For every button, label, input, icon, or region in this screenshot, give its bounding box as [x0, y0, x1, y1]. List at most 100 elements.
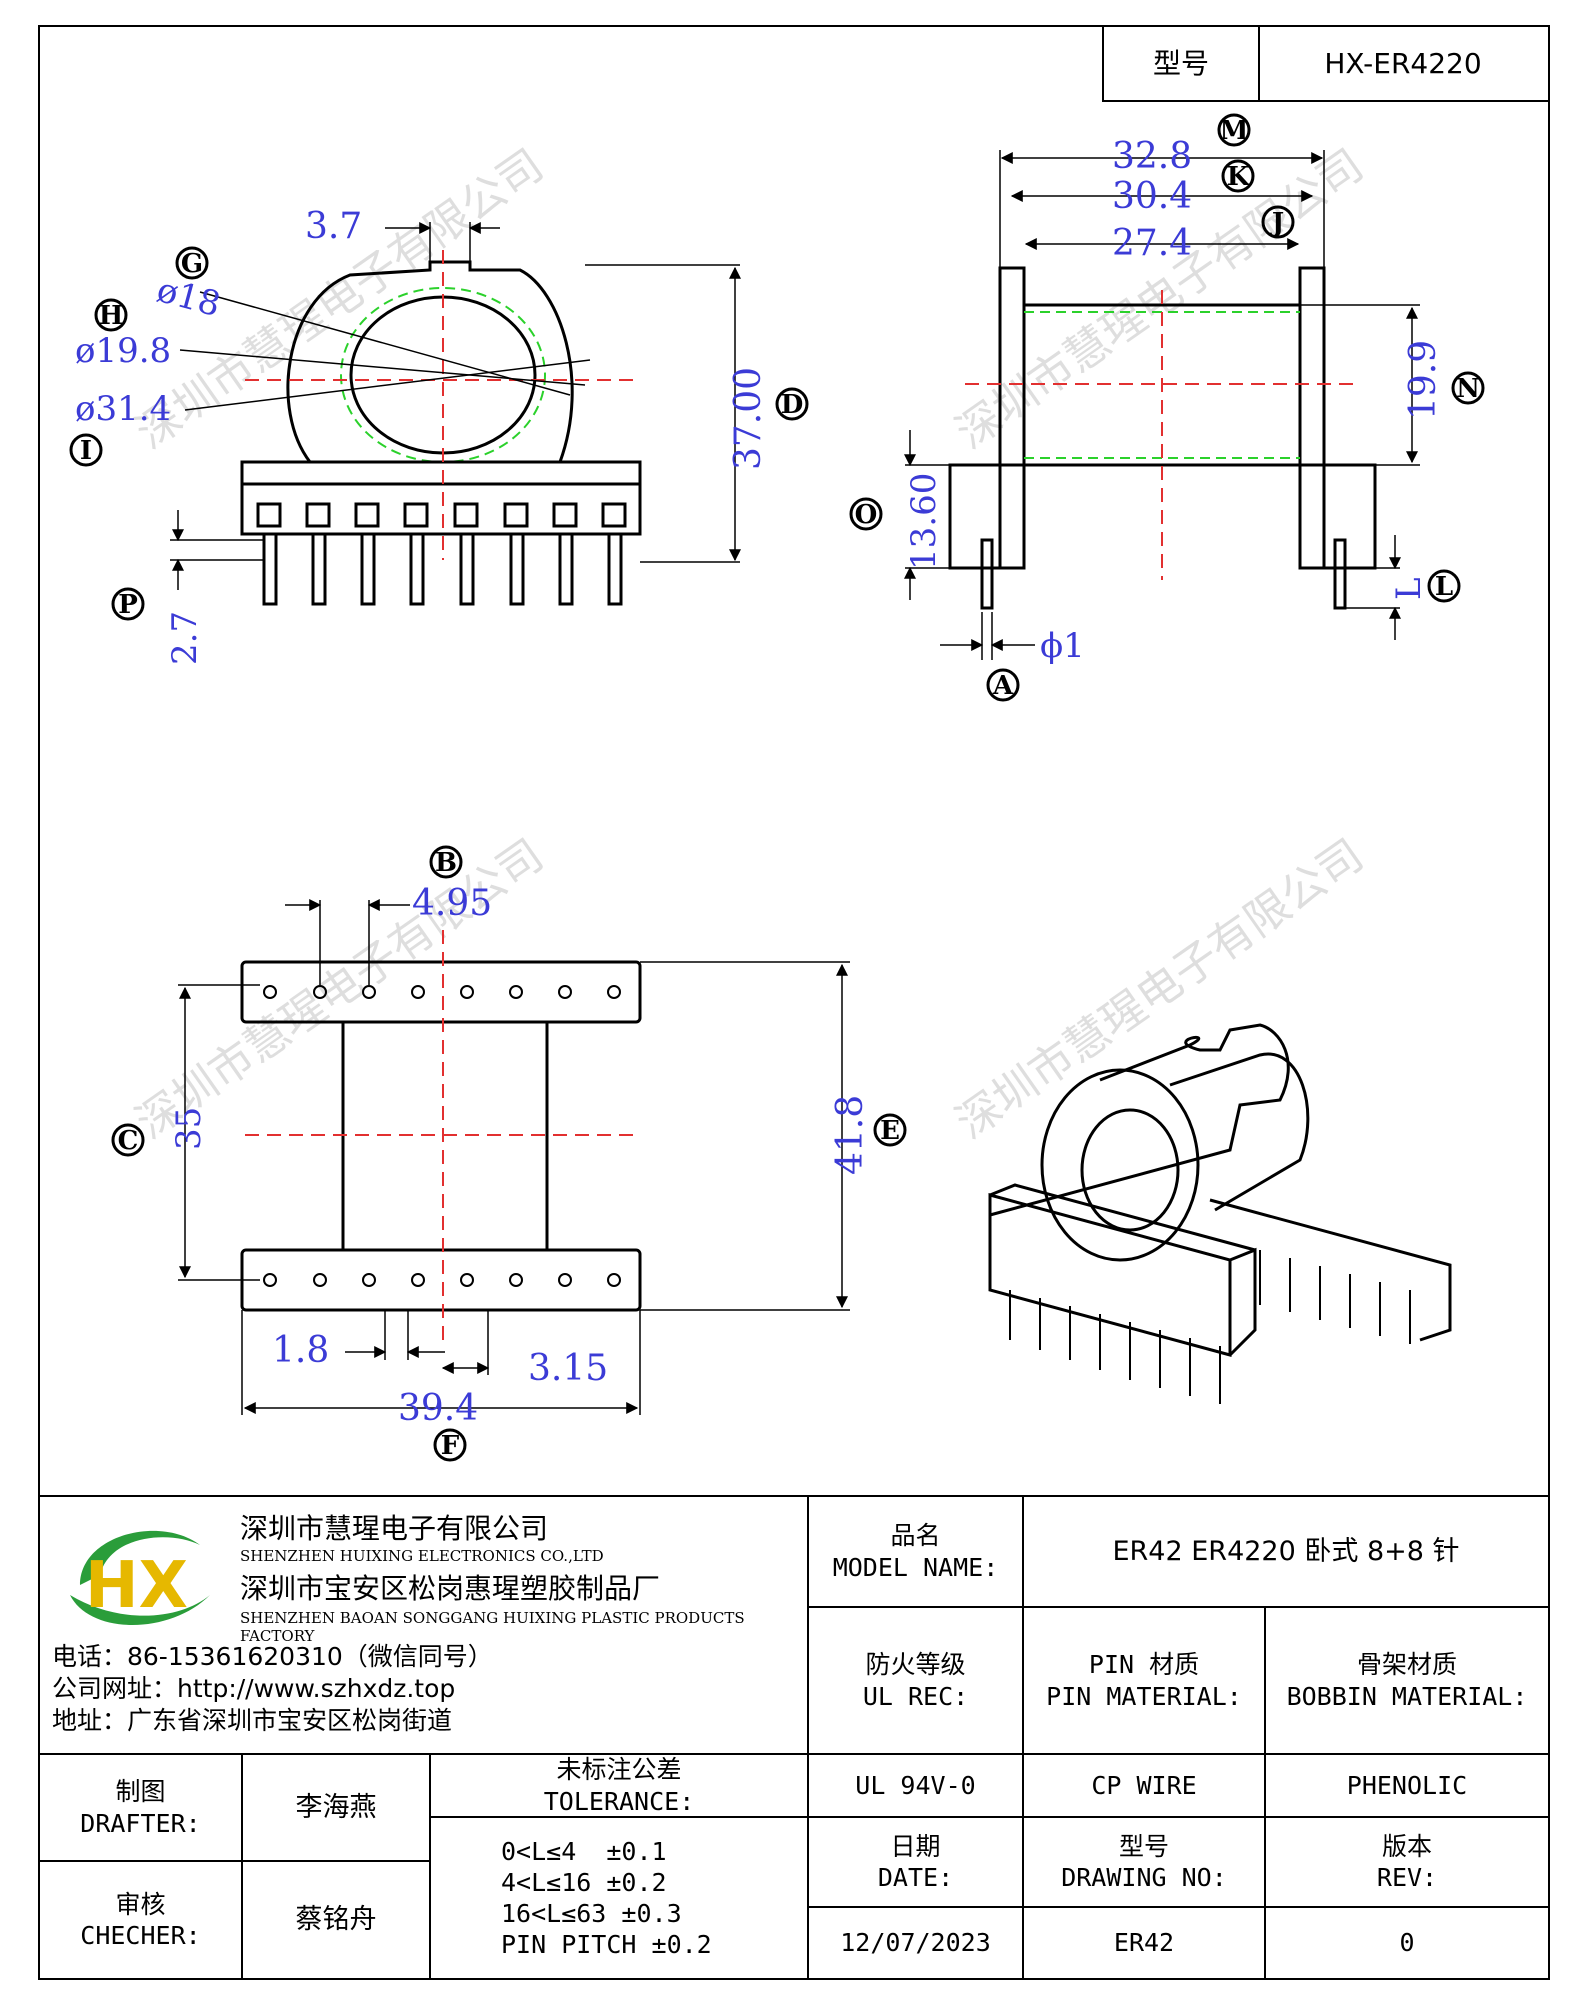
dim-3-15: 3.15: [528, 1348, 608, 1389]
dim-p: 2.7: [165, 611, 205, 665]
bottom-top-rail: [240, 960, 642, 1024]
label-i: I: [69, 433, 103, 467]
label-m: M: [1217, 113, 1251, 147]
company-phone: 电话：86-15361620310（微信同号）: [52, 1642, 493, 1671]
side-right-base: [1298, 463, 1377, 570]
letter-labels: A B C D E F G H I J K L M N O P: [69, 113, 1485, 1462]
side-right-flange: [1298, 266, 1326, 570]
label-b: B: [429, 845, 463, 879]
dim-b: 4.95: [412, 883, 492, 924]
dim-a: ϕ1: [1040, 626, 1085, 666]
dim-n: 19.9: [1403, 340, 1444, 420]
company-area: HX 深圳市慧瑆电子有限公司 SHENZHEN HUIXING ELECTRON…: [38, 1495, 809, 1755]
drawing-no-value: ER42: [1022, 1906, 1266, 1980]
label-f: F: [433, 1428, 467, 1462]
dim-j: 27.4: [1112, 223, 1192, 264]
svg-text:O: O: [855, 500, 878, 530]
logo-text: HX: [85, 1549, 188, 1623]
company-name-en: SHENZHEN HUIXING ELECTRONICS CO.,LTD: [240, 1547, 604, 1565]
front-pins: [256, 502, 627, 606]
header-model-value: HX-ER4220: [1258, 25, 1550, 102]
watermark-3: 深圳市慧瑆电子有限公司: [127, 830, 553, 1149]
bobbin-material-value: PHENOLIC: [1264, 1753, 1550, 1818]
dim-e: 41.8: [830, 1095, 871, 1175]
factory-name-en: SHENZHEN BAOAN SONGGANG HUIXING PLASTIC …: [240, 1609, 745, 1645]
svg-text:K: K: [1227, 162, 1251, 192]
label-k: K: [1221, 159, 1255, 193]
dim-37-00: 37.00: [728, 367, 769, 470]
svg-text:H: H: [99, 301, 124, 331]
dim-m: 32.8: [1112, 136, 1192, 177]
front-base-lower: [240, 482, 642, 536]
checker-value: 蔡铭舟: [241, 1860, 431, 1980]
svg-text:N: N: [1456, 374, 1480, 404]
dim-k: 30.4: [1112, 176, 1192, 217]
label-g: G: [175, 246, 209, 280]
dim-h: ø19.8: [75, 331, 171, 371]
company-logo: HX: [70, 1530, 210, 1625]
company-name-cn: 深圳市慧瑆电子有限公司: [240, 1512, 549, 1545]
dim-c: 35: [169, 1107, 209, 1150]
svg-text:M: M: [1220, 116, 1249, 146]
model-name-value: ER42 ER4220 卧式 8+8 针: [1022, 1495, 1550, 1608]
side-right-pin: [1333, 538, 1347, 610]
svg-text:L: L: [1435, 572, 1453, 602]
label-n: N: [1451, 371, 1485, 405]
svg-text:E: E: [880, 1116, 900, 1146]
label-d: D: [775, 387, 809, 421]
watermarks: 深圳市慧瑆电子有限公司 深圳市慧瑆电子有限公司 深圳市慧瑆电子有限公司 深圳市慧…: [127, 140, 1373, 1149]
bottom-view: [178, 899, 850, 1415]
header-model-label: 型号: [1102, 25, 1260, 102]
dim-f: 39.4: [398, 1388, 478, 1429]
front-base: [240, 460, 642, 486]
label-j: J: [1261, 205, 1295, 239]
iso-core: [1080, 1108, 1180, 1232]
isometric-view: [988, 1023, 1452, 1404]
svg-text:J: J: [1270, 208, 1284, 238]
company-web: 公司网址：http://www.szhxdz.top: [52, 1674, 456, 1703]
label-p: P: [111, 587, 145, 621]
watermark-4: 深圳市慧瑆电子有限公司: [947, 830, 1373, 1149]
label-o: O: [849, 497, 883, 531]
front-view: [170, 222, 741, 606]
label-l: L: [1427, 569, 1461, 603]
svg-text:B: B: [435, 848, 457, 878]
dim-l: L: [1389, 577, 1429, 600]
factory-name-cn: 深圳市宝安区松岗惠瑆塑胶制品厂: [240, 1572, 661, 1605]
dim-i: ø31.4: [75, 389, 171, 429]
bottom-pin-holes: [263, 985, 621, 1287]
technical-drawing: 深圳市慧瑆电子有限公司 深圳市慧瑆电子有限公司 深圳市慧瑆电子有限公司 深圳市慧…: [69, 113, 1485, 1462]
svg-text:C: C: [118, 1126, 139, 1156]
svg-text:G: G: [181, 249, 203, 279]
bottom-bottom-rail: [240, 1248, 642, 1312]
side-view: [904, 150, 1420, 660]
dim-3-7: 3.7: [305, 206, 362, 247]
tolerance-values: 0<L≤4 ±0.1 4<L≤16 ±0.2 16<L≤63 ±0.3 PIN …: [429, 1816, 809, 1980]
drafter-value: 李海燕: [241, 1753, 431, 1862]
label-a: A: [986, 668, 1020, 702]
side-left-base: [948, 463, 1026, 570]
date-value: 12/07/2023: [807, 1906, 1024, 1980]
rev-value: 0: [1264, 1906, 1550, 1980]
pin-material-value: CP WIRE: [1022, 1753, 1266, 1818]
iso-pins: [1009, 1250, 1411, 1404]
svg-text:P: P: [118, 590, 138, 620]
side-left-pin: [980, 538, 994, 610]
dim-1-8: 1.8: [272, 1330, 329, 1371]
label-h: H: [94, 298, 128, 332]
svg-text:D: D: [781, 390, 804, 420]
iso-front-flange: [1040, 1068, 1200, 1262]
svg-text:A: A: [992, 671, 1014, 701]
ul-rec-value: UL 94V-0: [807, 1753, 1024, 1818]
label-c: C: [111, 1123, 145, 1157]
